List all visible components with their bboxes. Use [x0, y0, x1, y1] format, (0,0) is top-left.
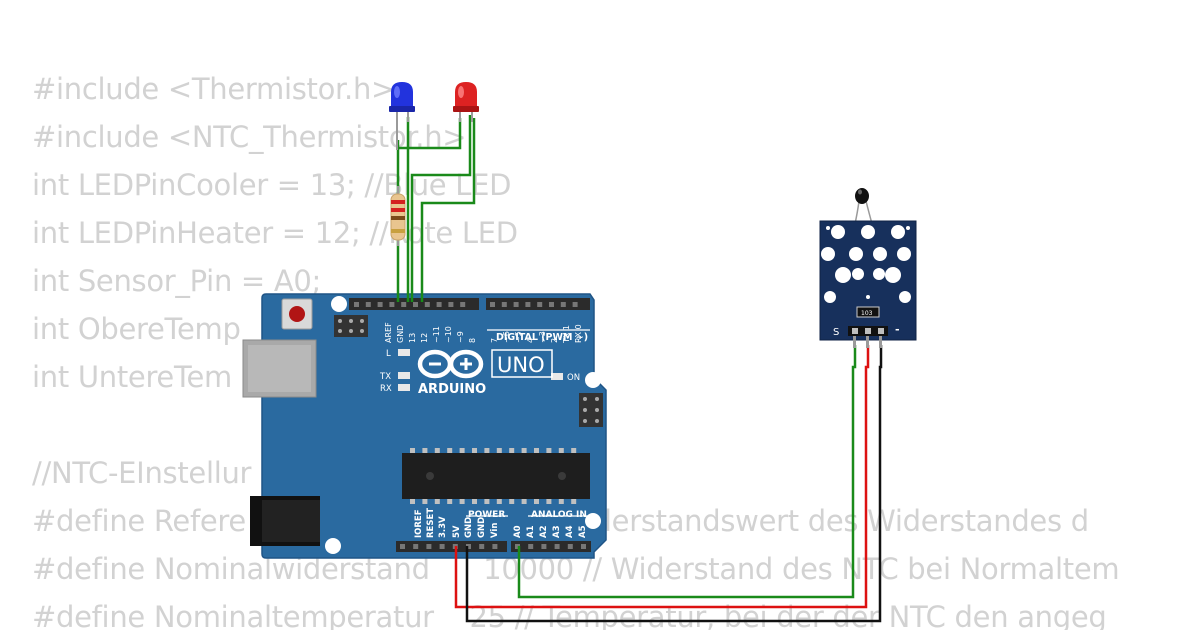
digital-pin-label: GND: [396, 325, 405, 343]
code-line: int Sensor_Pin = A0;: [32, 264, 322, 298]
red-led[interactable]: [453, 82, 479, 122]
digital-pin-label: 2: [550, 338, 559, 343]
reset-button[interactable]: [281, 298, 313, 330]
wires: [396, 115, 883, 623]
led-l-label: L: [386, 349, 391, 359]
digital-pin-label: TX 1: [562, 325, 571, 344]
mounting-hole: [585, 372, 601, 388]
code-line: #define Refere Widerstandswert des Wider…: [32, 504, 1089, 538]
analog-pin-label: A5: [578, 525, 588, 538]
code-line: #define Nominalwiderstand 10000 // Wider…: [32, 552, 1120, 586]
power-label: POWER: [468, 510, 505, 520]
analog-pin-label: A4: [565, 525, 575, 538]
wire-led-cathodes[interactable]: [398, 118, 462, 150]
power-pin-label: IOREF: [414, 509, 424, 538]
analog-pin-label: A0: [513, 525, 523, 538]
icsp-header: [334, 315, 368, 337]
digital-pin-label: ~9: [456, 331, 465, 343]
led-l: [398, 349, 410, 356]
led-tx: [398, 372, 410, 379]
uno-frame: [491, 349, 553, 378]
digital-pin-label: ~5: [514, 331, 523, 343]
code-line: int LEDPinHeater = 12; //Rote LED: [32, 216, 518, 250]
arduino-infinity-logo: [417, 349, 484, 379]
wire-sensor-signal-to-a0[interactable]: [517, 345, 857, 599]
icsp-header-2: [579, 393, 603, 427]
led-on-label: ON: [567, 373, 580, 383]
digital-pin-label: RX 0: [574, 324, 583, 343]
code-line: int LEDPinCooler = 13; //Blue LED: [32, 168, 512, 202]
arduino-brand: ARDUINO: [418, 382, 486, 397]
code-line: int ObereTemp: [32, 312, 241, 346]
power-pin-label: 5V: [452, 525, 462, 538]
led-tx-label: TX: [379, 372, 391, 382]
mounting-hole: [585, 513, 601, 529]
code-line: #define Nominaltemperatur 25 // Temperat…: [32, 600, 1107, 630]
digital-pin-label: 12: [420, 333, 429, 343]
digital-pin-label: AREF: [384, 322, 393, 343]
power-header: [396, 541, 507, 552]
digital-pin-label: ~11: [432, 326, 441, 343]
wire-sensor-vcc-to-5v[interactable]: [454, 345, 870, 609]
mounting-hole: [325, 538, 341, 554]
power-pin-label: Vin: [490, 523, 500, 538]
arduino-model: UNO: [497, 353, 545, 377]
digital-pin-label: ~10: [444, 326, 453, 343]
digital-pin-label: 13: [408, 333, 417, 343]
analog-pin-label: A2: [539, 525, 549, 538]
led-rx-label: RX: [380, 384, 392, 394]
resistor[interactable]: [390, 186, 406, 246]
led-on: [551, 373, 563, 380]
code-background: #include <Thermistor.h>#include <NTC_The…: [32, 72, 1120, 630]
power-pin-label: RESET: [426, 508, 436, 538]
digital-label: DIGITAL (PWM ~): [496, 332, 588, 343]
digital-pin-label: 4: [526, 338, 535, 343]
code-line: int UntereTem: [32, 360, 232, 394]
atmega-chip: [402, 448, 590, 504]
power-pin-label: GND: [464, 517, 474, 538]
dc-power-jack: [250, 496, 320, 546]
module-resistor-code: 103: [861, 310, 873, 317]
wire-red-led-anode[interactable]: [420, 118, 476, 302]
usb-port-inner: [248, 345, 311, 392]
code-line: //NTC-EInstellur: [32, 456, 252, 490]
digital-pin-label: ~6: [502, 331, 511, 343]
ntc-temperature-sensor-module[interactable]: 103 S -: [819, 188, 917, 348]
analog-label: ANALOG IN: [531, 510, 587, 520]
analog-pin-label: A3: [552, 525, 562, 538]
digital-pin-label: 8: [468, 338, 477, 343]
power-pin-label: 3.3V: [438, 516, 448, 538]
code-line: #include <Thermistor.h>: [32, 72, 396, 106]
wire-sensor-gnd[interactable]: [465, 345, 883, 623]
analog-pin-label: A1: [526, 525, 536, 538]
mounting-hole: [331, 296, 347, 312]
led-rx: [398, 384, 410, 391]
digital-pin-label: ~3: [538, 331, 547, 343]
analog-header: [511, 541, 591, 552]
power-pin-label: GND: [477, 517, 487, 538]
pin-minus-label: -: [895, 323, 900, 336]
digital-pin-label: 7: [490, 338, 499, 343]
blue-led[interactable]: [389, 82, 415, 150]
wire-red-led-to-pin12[interactable]: [410, 115, 472, 302]
pin-s-label: S: [833, 327, 839, 338]
